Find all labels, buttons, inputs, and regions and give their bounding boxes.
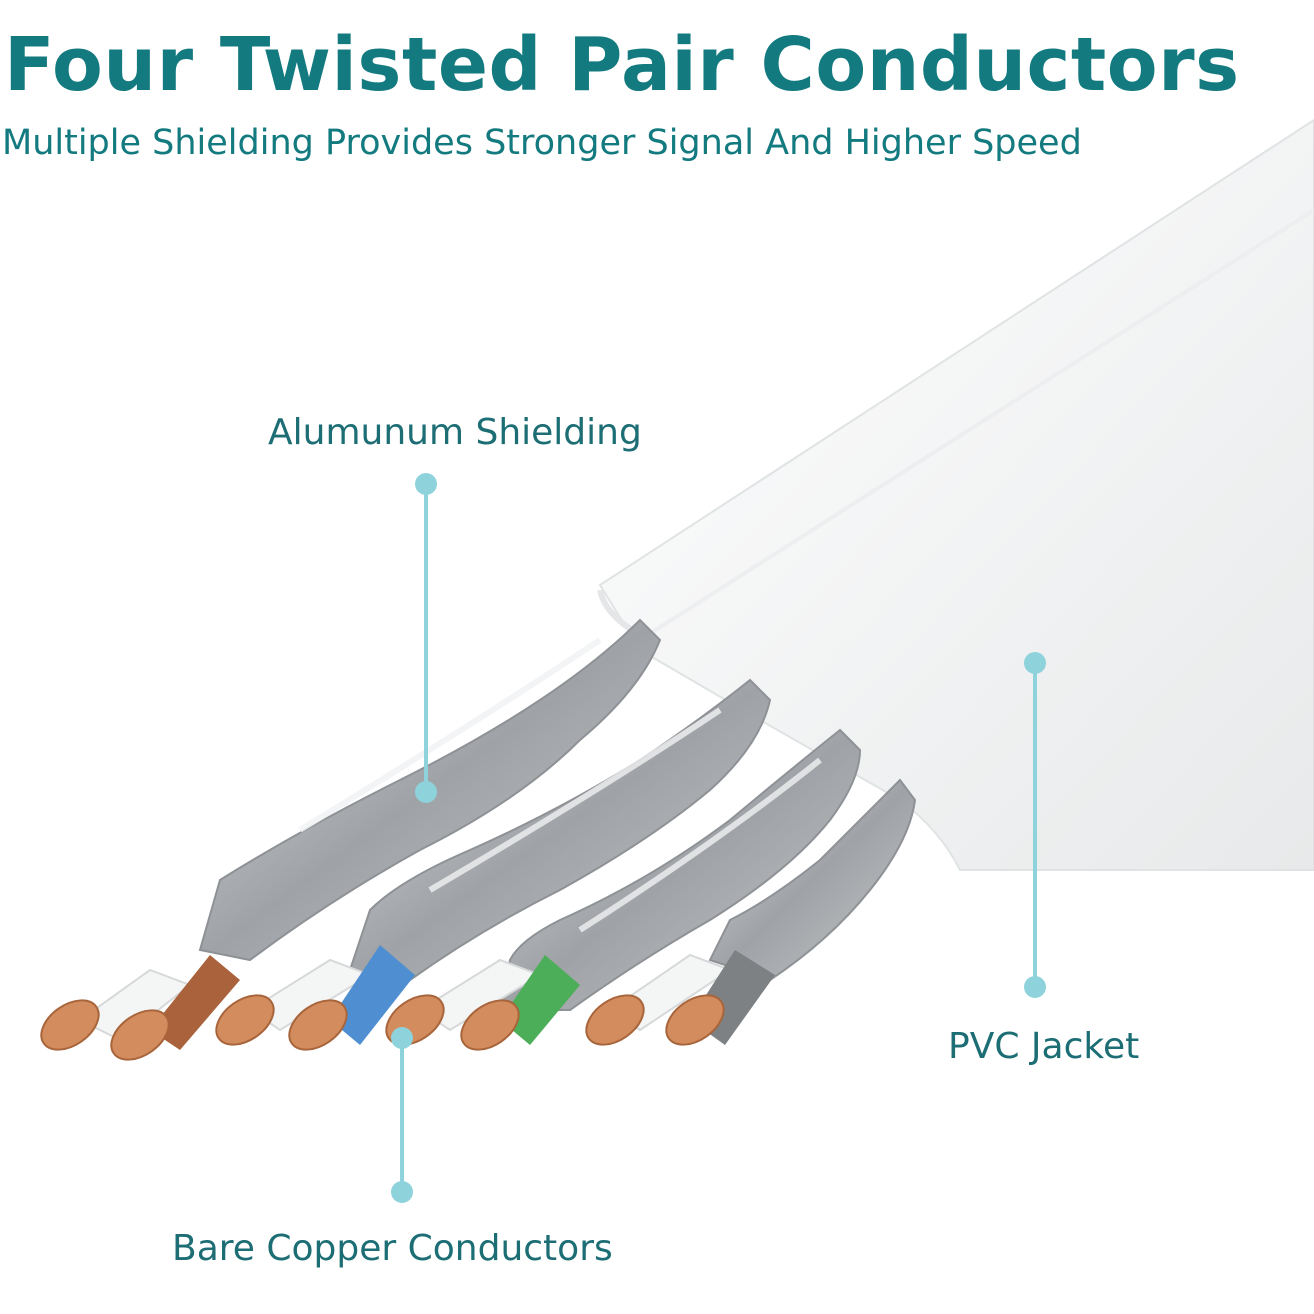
conductor-green	[500, 955, 580, 1045]
pvc-jacket-label: PVC Jacket	[948, 1026, 1140, 1067]
callout-aluminum-shielding-line	[415, 473, 437, 803]
callout-pvc-jacket-line	[1024, 652, 1046, 998]
copper-tips	[40, 994, 725, 1061]
callout-bare-copper-line	[391, 1027, 413, 1203]
page-subtitle: Multiple Shielding Provides Stronger Sig…	[2, 123, 1082, 163]
page-title: Four Twisted Pair Conductors	[4, 22, 1240, 108]
bare-copper-label: Bare Copper Conductors	[172, 1228, 613, 1269]
aluminum-shielding-label: Alumunum Shielding	[268, 412, 642, 453]
conductor-blue	[330, 945, 415, 1045]
conductor-brown	[150, 955, 240, 1050]
